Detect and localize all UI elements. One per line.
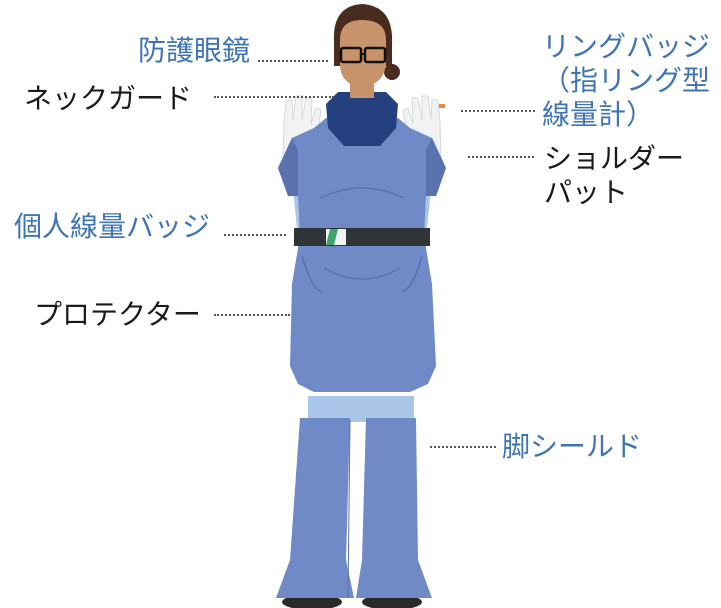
- label-ring-badge-1: リングバッジ: [542, 30, 711, 63]
- belt: [294, 228, 430, 246]
- label-shoulder-pad-2: パット: [544, 176, 629, 209]
- label-neck-guard: ネックガード: [24, 82, 193, 115]
- leg-shields: [276, 396, 432, 599]
- ring-badge-dot: [439, 104, 445, 108]
- leader-shoulder-pad: [468, 156, 534, 158]
- label-glasses: 防護眼鏡: [138, 34, 251, 67]
- leader-protector: [214, 314, 290, 316]
- glasses: [339, 46, 387, 64]
- leader-glasses: [258, 60, 328, 62]
- label-ring-badge-2: （指リング型: [542, 64, 711, 97]
- leader-neck-guard: [214, 96, 334, 98]
- label-protector: プロテクター: [34, 298, 201, 331]
- protector-apron: [278, 118, 446, 392]
- head: [333, 4, 400, 98]
- label-personal-badge: 個人線量バッジ: [14, 210, 211, 243]
- neck-guard: [326, 92, 398, 146]
- leader-ring-badge: [461, 110, 535, 112]
- leader-personal-badge: [224, 234, 286, 236]
- label-shoulder-pad-1: ショルダー: [544, 142, 685, 175]
- label-ring-badge-3: 線量計）: [542, 98, 655, 131]
- label-leg-shield: 脚シールド: [502, 430, 643, 463]
- leader-leg-shield: [430, 446, 496, 448]
